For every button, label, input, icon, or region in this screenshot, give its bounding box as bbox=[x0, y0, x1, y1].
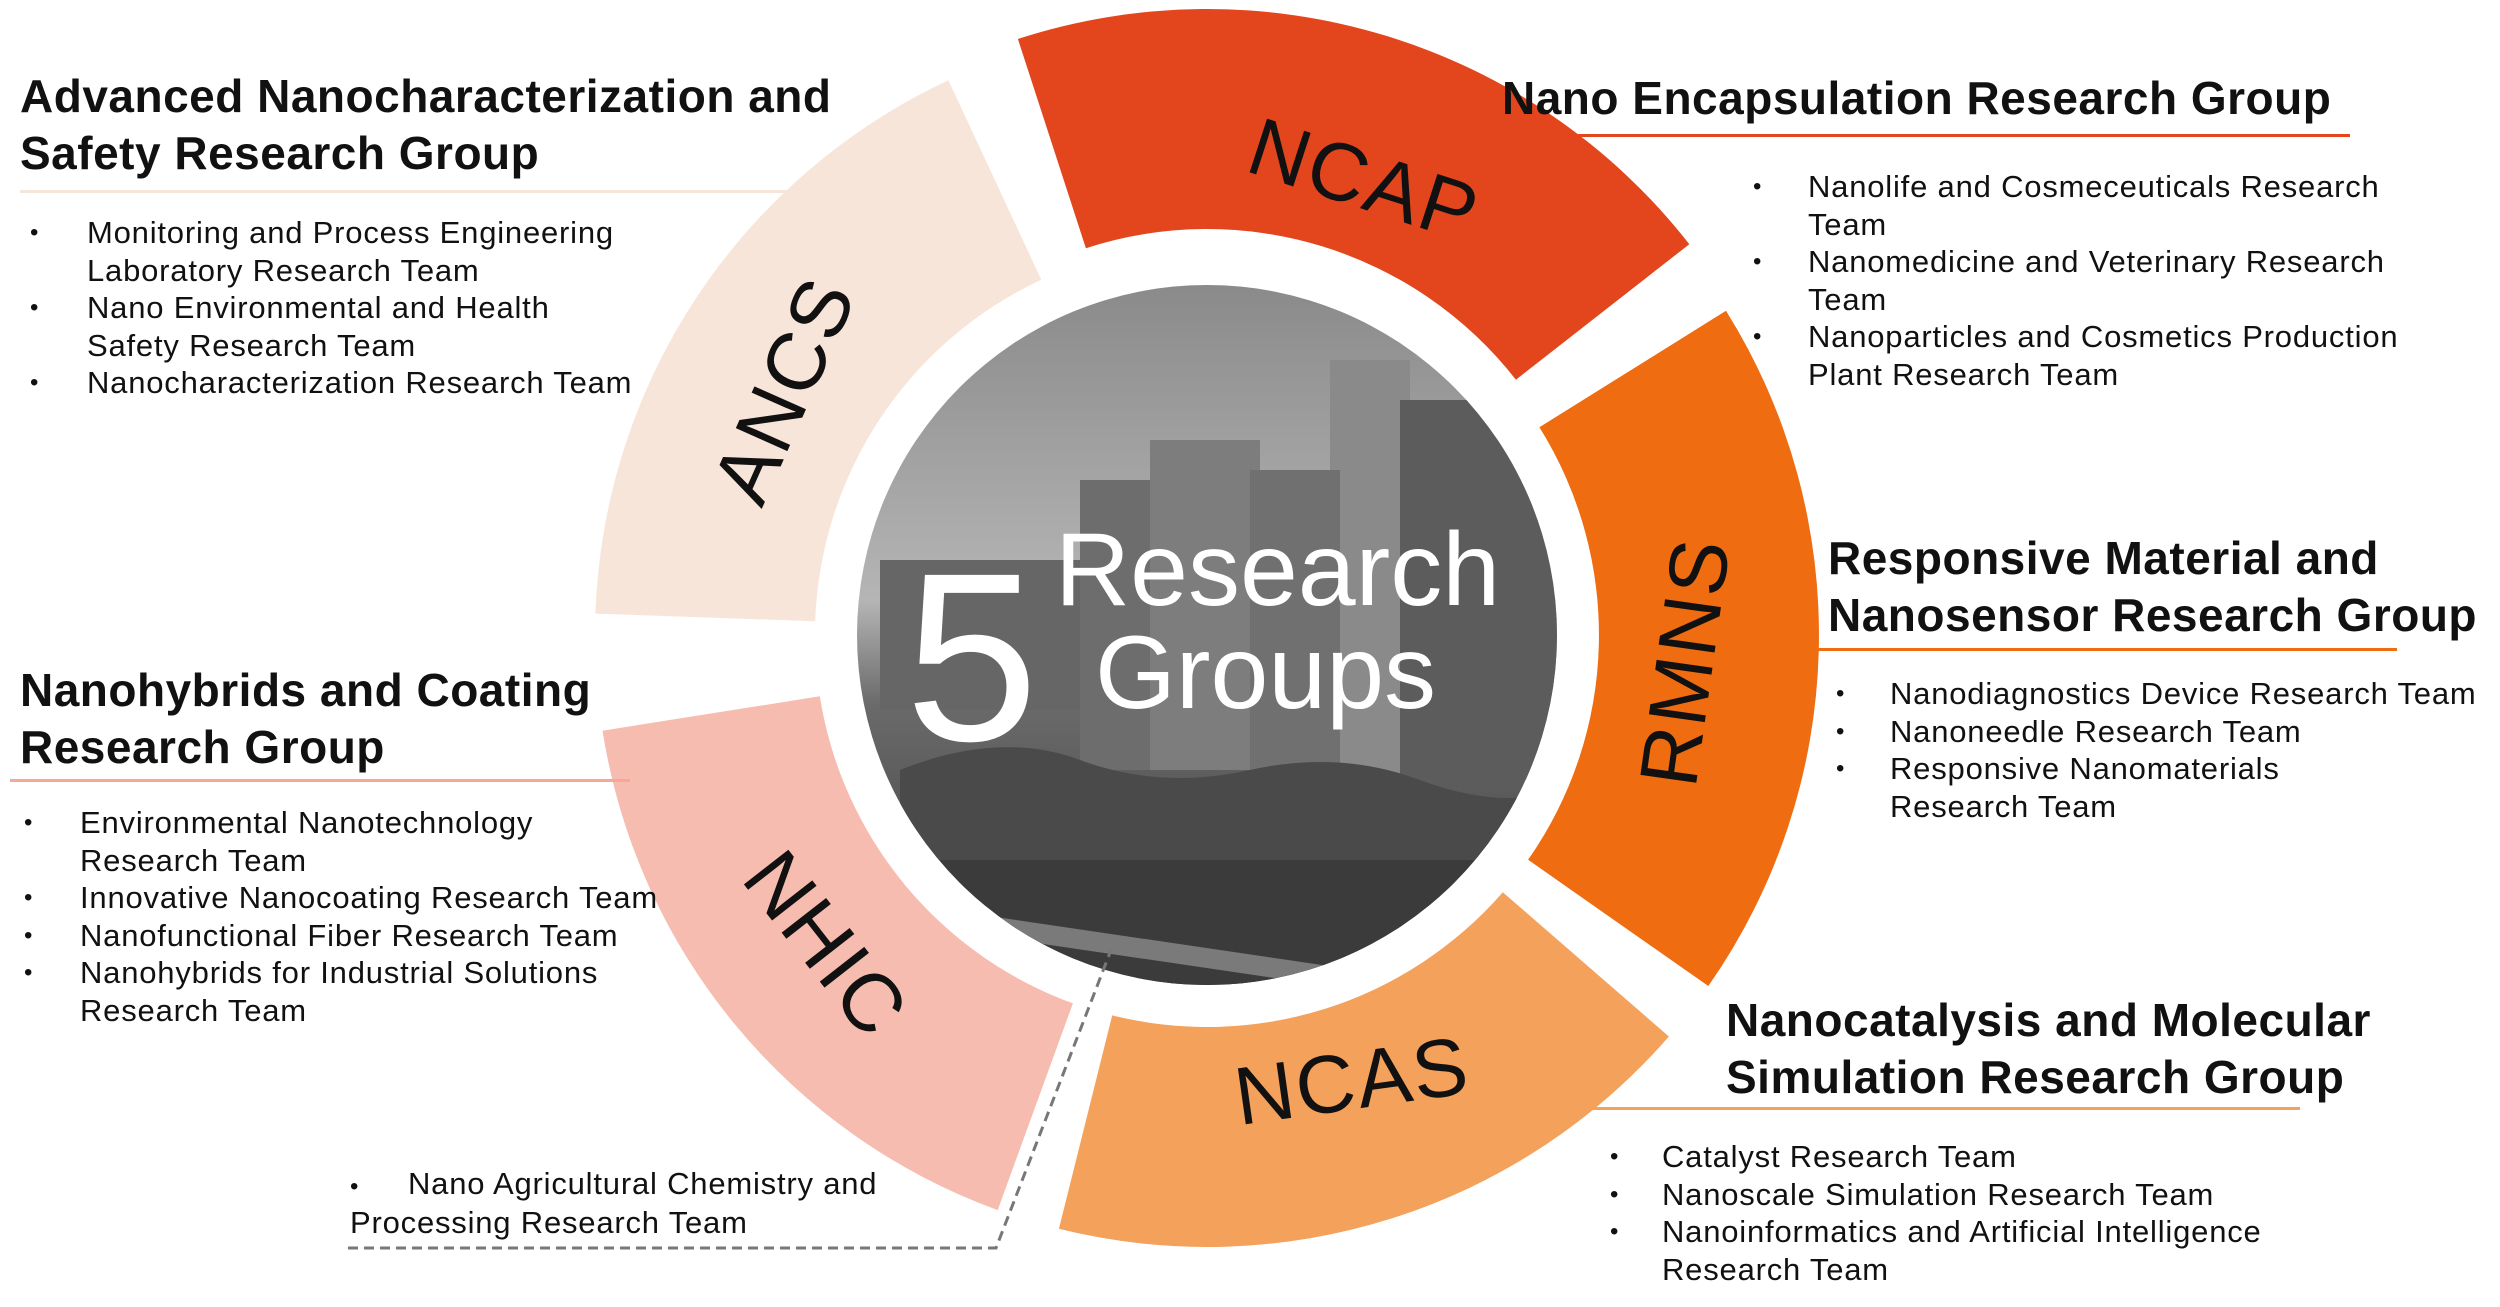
segment-ancs bbox=[595, 80, 1042, 622]
team-item-line: Research Team bbox=[80, 842, 307, 878]
ncas-title-line: Simulation Research Group bbox=[1726, 1051, 2345, 1103]
team-item-line: Plant Research Team bbox=[1808, 356, 2120, 392]
segment-rmns bbox=[1528, 310, 1819, 986]
rmns-title-line: Responsive Material and bbox=[1828, 532, 2379, 584]
team-item-line: Monitoring and Process Engineering bbox=[87, 215, 614, 250]
segment-ncap bbox=[1017, 9, 1690, 380]
team-item: Nanodiagnostics Device Research Team bbox=[1836, 675, 2477, 713]
ancs-title-line: Safety Research Group bbox=[20, 127, 540, 179]
team-item-line: Environmental Nanotechnology bbox=[80, 805, 534, 840]
team-item-line: Nanohybrids for Industrial Solutions bbox=[80, 955, 599, 990]
rmns-team-list: Nanodiagnostics Device Research TeamNano… bbox=[1836, 675, 2477, 825]
center-line-groups: Groups bbox=[1095, 615, 1436, 731]
nhic-title-line: Research Group bbox=[20, 721, 385, 773]
team-item: Nanoneedle Research Team bbox=[1836, 713, 2477, 751]
team-item: Nanofunctional Fiber Research Team bbox=[24, 917, 658, 955]
team-item: Nanocharacterization Research Team bbox=[30, 364, 632, 402]
center-line-research: Research bbox=[1055, 512, 1500, 628]
team-item-line: Catalyst Research Team bbox=[1662, 1139, 2017, 1174]
team-item: Innovative Nanocoating Research Team bbox=[24, 879, 658, 917]
ncas-underline bbox=[1580, 1107, 2300, 1110]
team-item-line: Responsive Nanomaterials bbox=[1890, 751, 2280, 786]
team-item: Nanoinformatics and Artificial Intellige… bbox=[1610, 1213, 2262, 1288]
ncas-title-line: Nanocatalysis and Molecular bbox=[1726, 994, 2371, 1046]
rmns-title-line: Nanosensor Research Group bbox=[1828, 589, 2478, 641]
team-item-line: Research Team bbox=[1890, 788, 2117, 824]
segment-ncas bbox=[1058, 892, 1669, 1247]
campus-photo bbox=[857, 285, 1557, 985]
team-item: Monitoring and Process EngineeringLabora… bbox=[30, 214, 632, 289]
team-item-line: Nanoneedle Research Team bbox=[1890, 713, 2302, 749]
team-item-line: Nanomedicine and Veterinary Research bbox=[1808, 244, 2385, 279]
bullet: • bbox=[350, 1173, 360, 1200]
ncas-title: Nanocatalysis and Molecular Simulation R… bbox=[1726, 992, 2371, 1106]
team-item: Catalyst Research Team bbox=[1610, 1138, 2262, 1176]
extra-team-line: Processing Research Team bbox=[350, 1205, 748, 1240]
team-item-line: Safety Research Team bbox=[87, 327, 417, 363]
ancs-title-line: Advanced Nanocharacterization and bbox=[20, 70, 832, 122]
team-item-line: Nanoparticles and Cosmetics Production bbox=[1808, 319, 2399, 354]
team-item-line: Innovative Nanocoating Research Team bbox=[80, 880, 658, 915]
ancs-title: Advanced Nanocharacterization and Safety… bbox=[20, 68, 831, 182]
ncas-team-list: Catalyst Research TeamNanoscale Simulati… bbox=[1610, 1138, 2262, 1288]
center-number: 5 bbox=[905, 523, 1038, 791]
team-item: Nanoparticles and Cosmetics ProductionPl… bbox=[1753, 318, 2398, 393]
nhic-title-line: Nanohybrids and Coating bbox=[20, 664, 592, 716]
nhic-extra-team: • Nano Agricultural Chemistry and Process… bbox=[350, 1166, 877, 1241]
team-item-line: Nanodiagnostics Device Research Team bbox=[1890, 676, 2477, 711]
team-item-line: Nano Environmental and Health bbox=[87, 290, 550, 325]
team-item: Nanohybrids for Industrial SolutionsRese… bbox=[24, 954, 658, 1029]
extra-team-line: Nano Agricultural Chemistry and bbox=[408, 1166, 878, 1201]
team-item-line: Research Team bbox=[80, 992, 307, 1028]
team-item-line: Laboratory Research Team bbox=[87, 252, 480, 288]
ncap-underline bbox=[1500, 134, 2350, 137]
team-item-line: Nanocharacterization Research Team bbox=[87, 365, 633, 400]
team-item-line: Nanoinformatics and Artificial Intellige… bbox=[1662, 1214, 2262, 1249]
ancs-underline bbox=[20, 190, 790, 193]
ncap-team-list: Nanolife and Cosmeceuticals ResearchTeam… bbox=[1753, 168, 2398, 393]
team-item-line: Nanofunctional Fiber Research Team bbox=[80, 917, 619, 953]
team-item-line: Team bbox=[1808, 281, 1888, 317]
team-item: Nanoscale Simulation Research Team bbox=[1610, 1176, 2262, 1214]
team-item-line: Nanoscale Simulation Research Team bbox=[1662, 1176, 2215, 1212]
team-item-line: Team bbox=[1808, 206, 1888, 242]
rmns-underline bbox=[1812, 648, 2397, 651]
team-item-line: Research Team bbox=[1662, 1251, 1889, 1287]
nhic-underline bbox=[10, 779, 630, 782]
rmns-title: Responsive Material and Nanosensor Resea… bbox=[1828, 530, 2477, 644]
ancs-team-list: Monitoring and Process EngineeringLabora… bbox=[30, 214, 632, 402]
nhic-title: Nanohybrids and Coating Research Group bbox=[20, 662, 591, 776]
nhic-extra-connector bbox=[348, 949, 1113, 1250]
ncap-title: Nano Encapsulation Research Group bbox=[1502, 70, 2331, 127]
ncap-title-line: Nano Encapsulation Research Group bbox=[1502, 72, 2332, 124]
segment-nhic bbox=[602, 696, 1073, 1211]
team-item-line: Nanolife and Cosmeceuticals Research bbox=[1808, 169, 2380, 204]
